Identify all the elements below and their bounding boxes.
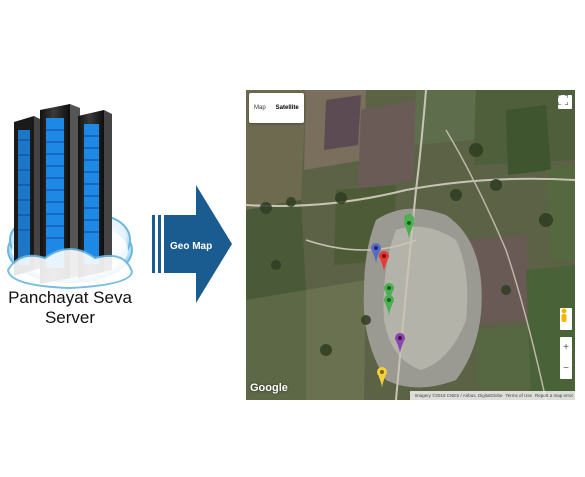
satellite-imagery [246,90,575,400]
street-view-button[interactable] [560,308,572,330]
arrow-label: Geo Map [170,241,213,252]
map-attribution: Imagery ©2018 CNES / Airbus, DigitalGlob… [409,391,575,400]
map-marker[interactable] [377,367,387,388]
map-type-toggle[interactable]: Map Satellite [249,93,304,123]
server-label-line2: Server [44,308,96,327]
map-type-map[interactable]: Map [254,105,266,111]
map-marker[interactable] [404,214,415,239]
map-marker[interactable] [371,243,381,264]
imagery-credit: Imagery ©2018 CNES / Airbus, DigitalGlob… [414,393,503,398]
satellite-map[interactable]: Map Satellite + − Google Imagery ©2018 C… [246,90,575,400]
map-marker[interactable] [395,333,405,354]
google-logo: Google [250,382,288,394]
zoom-control: + − [560,337,572,379]
geo-map-arrow [152,185,232,303]
map-markers [371,214,415,388]
server-illustration: Panchayat Seva Server [0,100,140,327]
fullscreen-button[interactable] [558,95,572,109]
report-error-link[interactable]: Report a map error [534,393,573,398]
map-marker[interactable] [379,251,389,272]
terms-link[interactable]: Terms of Use [505,393,532,398]
server-rack-icon [6,104,134,290]
server-label-line1: Panchayat Seva [8,288,132,307]
fullscreen-icon [558,95,568,105]
zoom-in-button[interactable]: + [563,342,569,353]
zoom-out-button[interactable]: − [563,363,569,374]
map-type-satellite[interactable]: Satellite [275,105,299,111]
pegman-icon [561,308,567,322]
map-marker[interactable] [384,295,394,316]
